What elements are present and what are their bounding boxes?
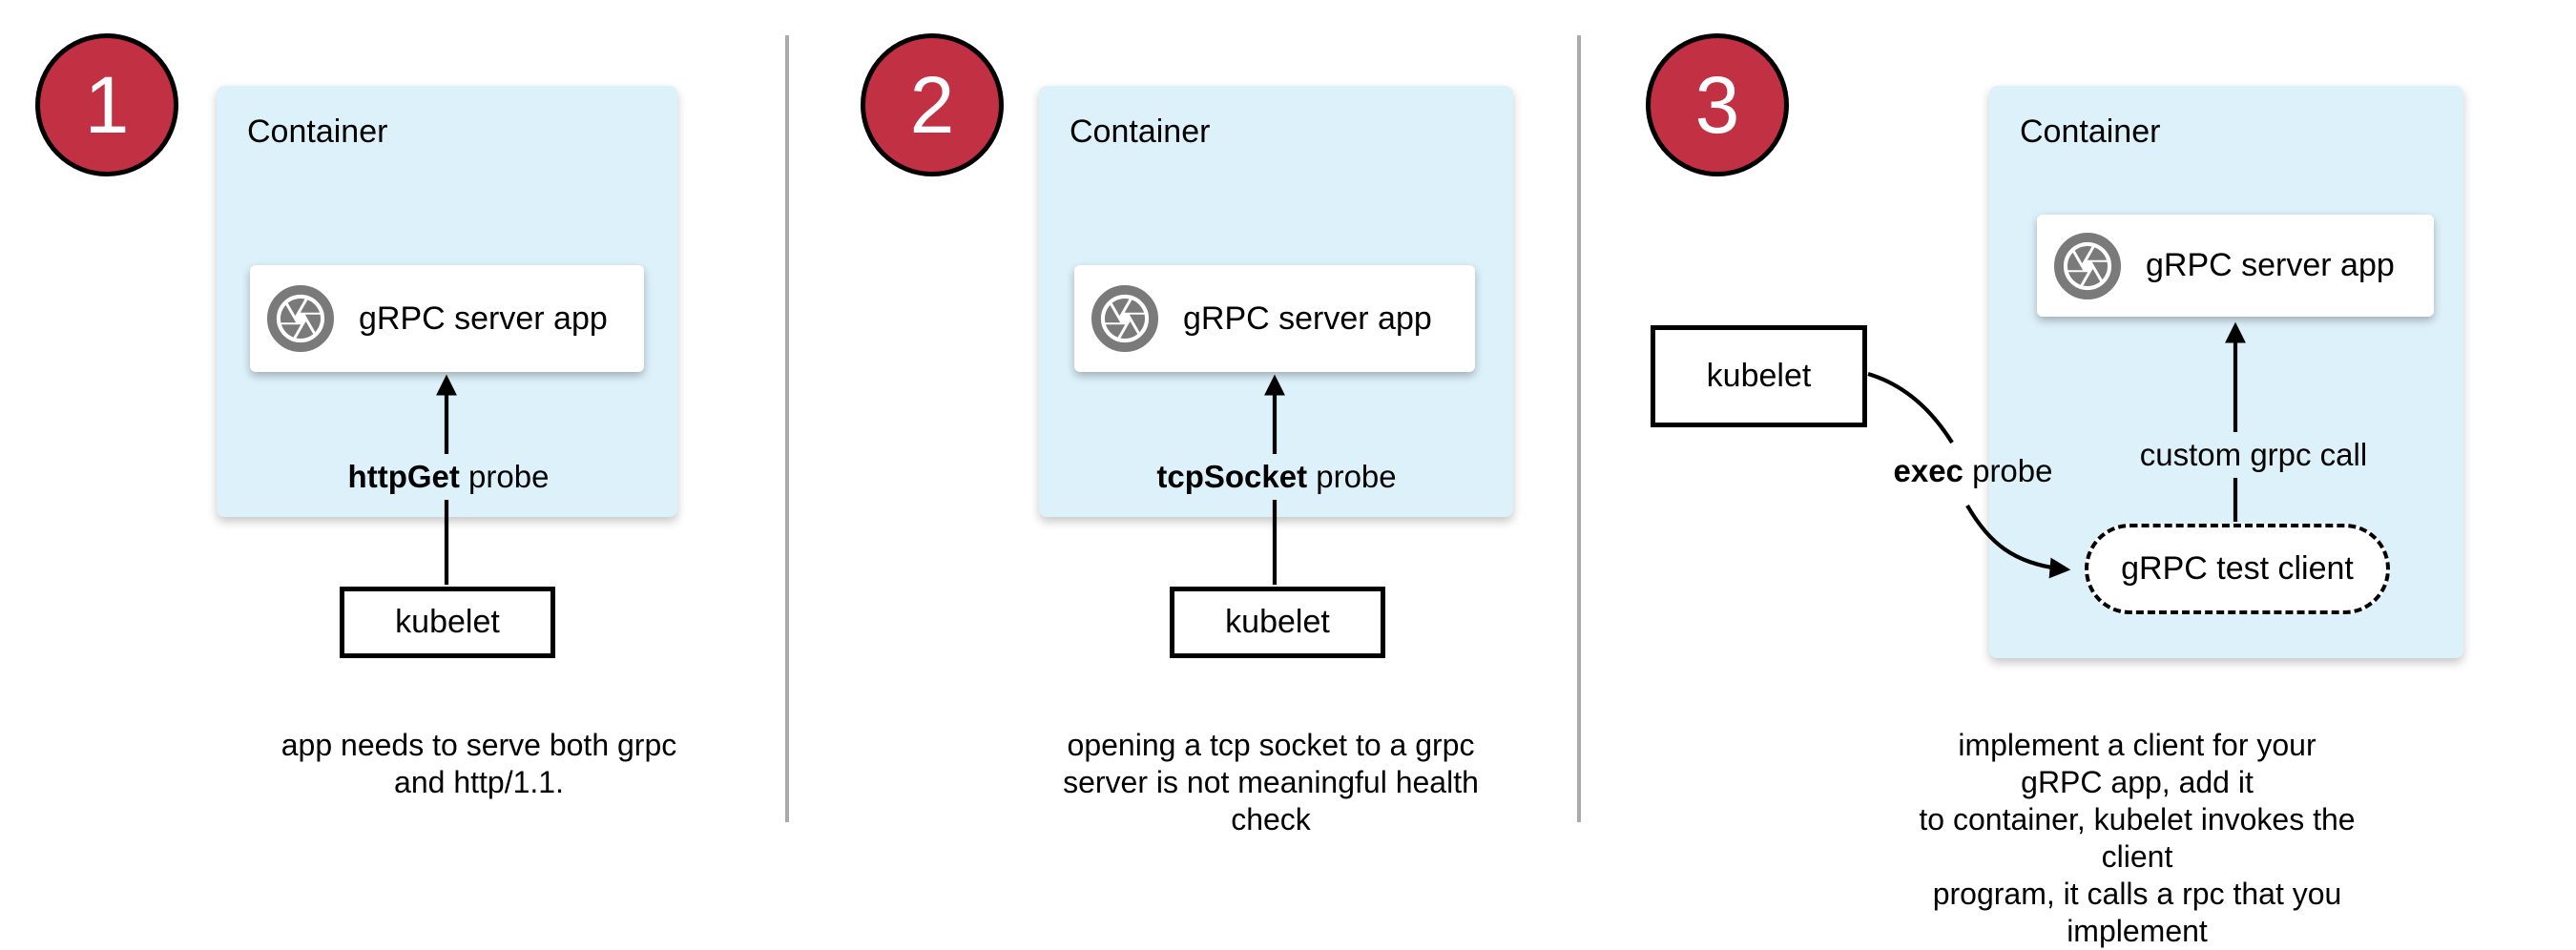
caption-2: opening a tcp socket to a grpc server is… [1063, 728, 1479, 836]
grpc-test-client-label: gRPC test client [2121, 550, 2354, 587]
step-badge-3: 3 [1646, 33, 1789, 176]
probe-label-exec: exec probe [1893, 453, 2053, 488]
camera-aperture-icon [1091, 285, 1158, 352]
kubelet-label: kubelet [1706, 358, 1812, 394]
grpc-server-app-box-3: gRPC server app [2037, 215, 2434, 317]
step-badge-1: 1 [35, 33, 178, 176]
camera-aperture-icon [267, 285, 334, 352]
grpc-server-app-label: gRPC server app [359, 299, 608, 337]
grpc-server-app-label: gRPC server app [1183, 299, 1432, 337]
grpc-server-app-label: gRPC server app [2146, 247, 2395, 283]
kubelet-box-3: kubelet [1651, 325, 1867, 427]
panel-divider-2 [1577, 35, 1581, 822]
camera-aperture-icon [2054, 232, 2121, 299]
grpc-test-client-box: gRPC test client [2085, 524, 2390, 614]
container-label-2: Container [1070, 114, 1211, 150]
kubelet-box-2: kubelet [1170, 587, 1385, 658]
grpc-server-app-box-1: gRPC server app [250, 265, 644, 372]
panel-divider-1 [785, 35, 789, 822]
kubelet-label: kubelet [1225, 604, 1330, 640]
caption-1: app needs to serve both grpc and http/1.… [280, 728, 677, 799]
exec-probe-curve-upper [1867, 371, 1954, 444]
caption-3: implement a client for your gRPC app, ad… [1919, 728, 2356, 948]
diagram-canvas: { "colors": { "badge_red": "#c13043", "c… [35, 33, 2463, 948]
container-label-1: Container [247, 114, 388, 150]
custom-grpc-call-label: custom grpc call [2131, 432, 2376, 478]
kubelet-label: kubelet [395, 604, 500, 640]
step-badge-2: 2 [861, 33, 1004, 176]
probe-label-tcpsocket: tcpSocket probe [1149, 454, 1404, 500]
grpc-server-app-box-2: gRPC server app [1074, 265, 1475, 372]
probe-label-httpget: httpGet probe [340, 454, 557, 500]
kubelet-box-1: kubelet [340, 587, 555, 658]
container-label-3: Container [2020, 114, 2161, 150]
